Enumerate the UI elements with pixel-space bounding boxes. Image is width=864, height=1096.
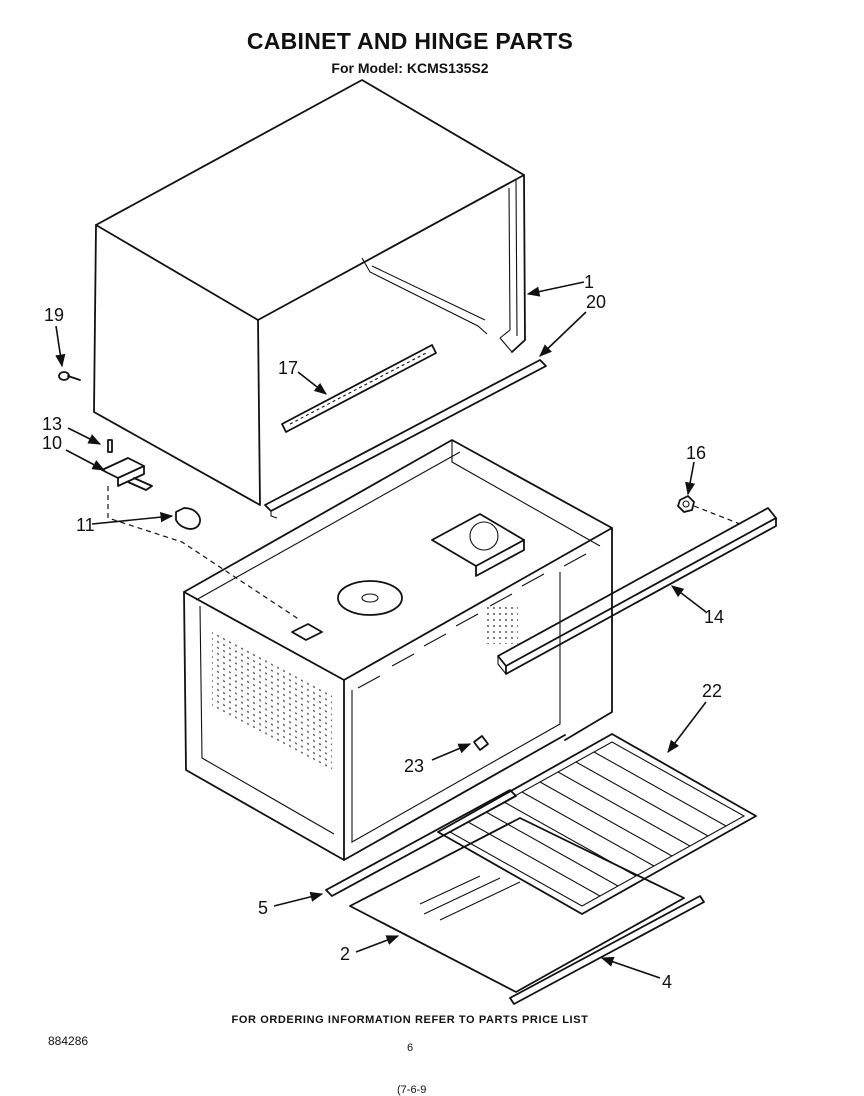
cabinet-wrapper [93, 79, 526, 506]
clip-23 [473, 735, 489, 751]
callout-5: 5 [258, 898, 268, 918]
oven-chassis [183, 439, 613, 861]
callout-11: 11 [76, 515, 95, 535]
callout-14: 14 [704, 607, 724, 627]
hinge-bar [497, 507, 777, 675]
lamp-socket-assembly [101, 439, 301, 621]
wrapper-bottom-rail [264, 359, 547, 519]
vent-strip [281, 344, 437, 433]
door-glass [349, 817, 685, 993]
ordering-note: FOR ORDERING INFORMATION REFER TO PARTS … [231, 1014, 589, 1026]
callout-17: 17 [278, 358, 298, 378]
callout-labels: 1 20 19 17 13 10 16 11 14 22 23 5 2 4 [42, 272, 724, 992]
callout-20: 20 [586, 292, 606, 312]
page-code: (7-6-9 [397, 1084, 427, 1096]
callout-16: 16 [686, 443, 706, 463]
door-frame [437, 733, 757, 915]
door-trim-strip [325, 789, 517, 897]
model-subtitle: For Model: KCMS135S2 [331, 60, 489, 76]
page-number: 6 [407, 1042, 414, 1054]
callout-1: 1 [584, 272, 594, 292]
screw-19 [58, 371, 81, 381]
callout-23: 23 [404, 756, 424, 776]
callout-19: 19 [44, 305, 64, 325]
callout-22: 22 [702, 681, 722, 701]
callout-10: 10 [42, 433, 62, 453]
document-number: 884286 [48, 1034, 89, 1048]
callout-13: 13 [42, 414, 62, 434]
door-bottom-trim [509, 895, 705, 1005]
callout-2: 2 [340, 944, 350, 964]
page-title: CABINET AND HINGE PARTS [246, 28, 574, 54]
callout-4: 4 [662, 972, 672, 992]
nut-16 [677, 495, 741, 525]
leader-lines [55, 281, 707, 979]
